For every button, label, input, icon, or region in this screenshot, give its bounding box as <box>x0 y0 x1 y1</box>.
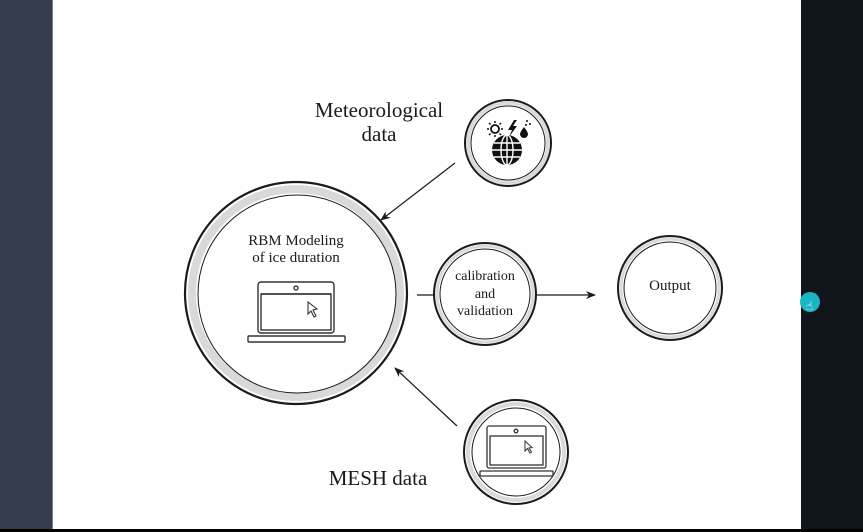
arrow-mesh-to-rbm <box>394 367 458 427</box>
mesh-node <box>463 399 569 505</box>
calibration-node <box>433 242 537 346</box>
rbm-label-line1: RBM Modeling <box>248 233 344 249</box>
rbm-label: RBM Modeling of ice duration <box>226 233 366 268</box>
meteorological-label-line2: data <box>361 122 397 147</box>
cursor-highlight <box>800 292 820 312</box>
laptop-icon <box>479 425 554 477</box>
meteorological-label: Meteorological data <box>296 98 462 146</box>
right-sidebar <box>801 0 863 530</box>
calibration-label-line2: and <box>474 286 496 302</box>
calibration-label-line3: validation <box>457 304 513 319</box>
weather-globe-icon <box>487 120 531 166</box>
calibration-label-line1: calibration <box>455 269 515 284</box>
laptop-icon <box>247 281 346 343</box>
meteorological-label-line1: Meteorological <box>314 98 444 122</box>
calibration-label: calibration and validation <box>440 268 530 321</box>
output-label: Output <box>649 278 691 294</box>
arrow-meteorological-to-rbm <box>380 162 456 221</box>
output-node <box>617 235 723 341</box>
mesh-label: MESH data <box>328 466 428 490</box>
left-sidebar <box>0 0 52 530</box>
hand-cursor-icon: ☝ <box>806 299 814 313</box>
rbm-label-line2: of ice duration <box>252 250 340 267</box>
bottom-bar <box>0 529 863 532</box>
rbm-node <box>183 180 409 406</box>
